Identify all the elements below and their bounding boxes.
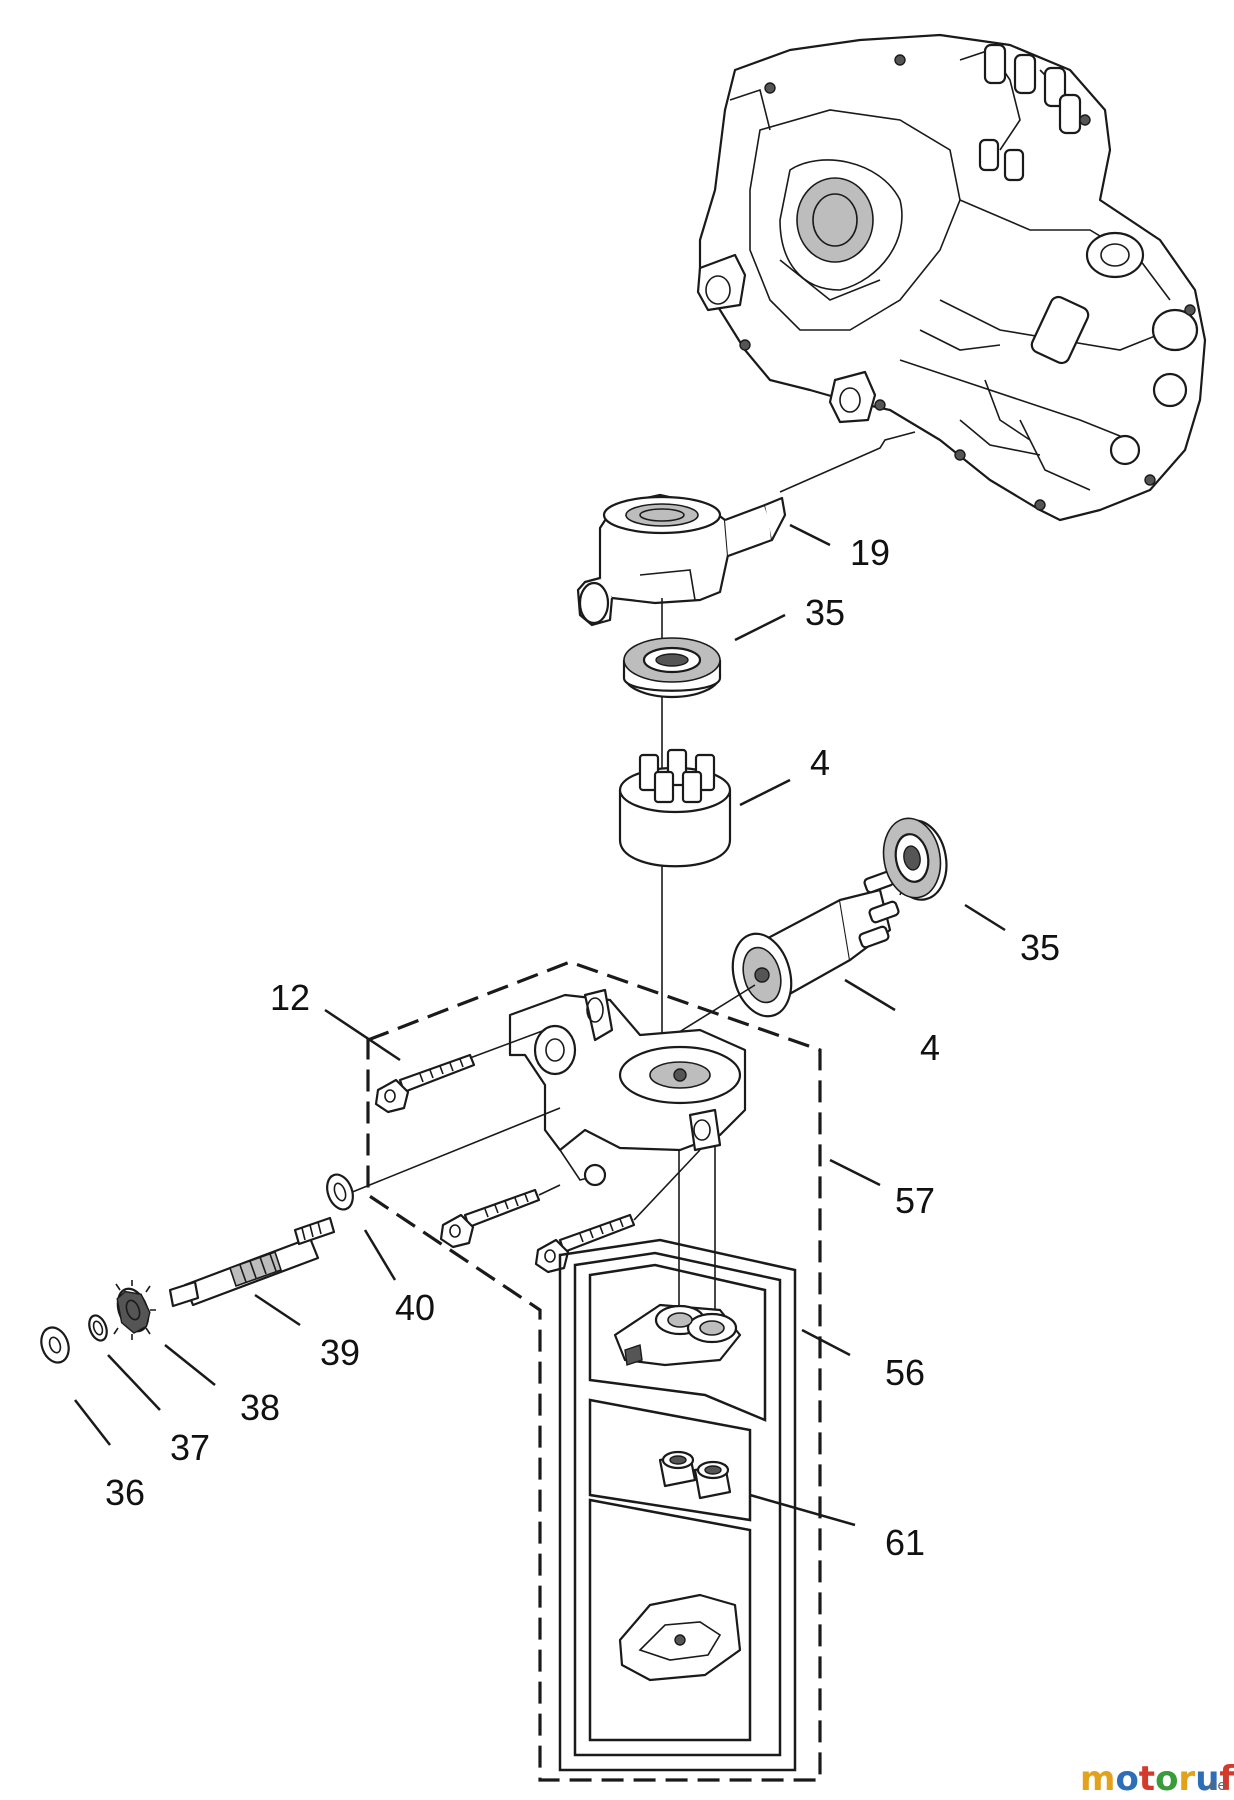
part-56-end-cap — [588, 1263, 767, 1422]
part-57-center-section — [508, 988, 747, 1187]
part-4-cylinder-upper — [618, 748, 732, 868]
callout-61: 61 — [885, 1522, 925, 1563]
part-12-bolts — [374, 1029, 701, 1274]
watermark-tld: .de — [1204, 1778, 1226, 1794]
part-35-bearing-side — [882, 817, 948, 901]
bottom-cover-frame — [588, 1498, 752, 1742]
part-61-plugs — [588, 1398, 752, 1522]
motoruf-watermark-logo: motoruf .de — [1080, 1759, 1234, 1799]
group-57-boundary — [366, 960, 822, 1782]
watermark-letter: u — [1195, 1759, 1219, 1799]
axis-vertical — [661, 598, 716, 1340]
callout-35-side: 35 — [1020, 927, 1060, 968]
part-35-bearing-upper — [622, 637, 722, 699]
part-4-cylinder-side — [731, 870, 900, 1018]
part-19-block — [576, 493, 787, 627]
callout-40: 40 — [395, 1287, 435, 1328]
part-37-ring — [88, 1314, 108, 1342]
callout-19: 19 — [850, 532, 890, 573]
svg-text:motoruf: motoruf — [1080, 1759, 1234, 1799]
callout-labels: 19 35 4 35 12 4 57 40 39 56 38 37 36 61 — [105, 532, 1060, 1563]
axis-shaft — [344, 1107, 561, 1196]
callout-4-upper: 4 — [810, 742, 830, 783]
part-40-washer — [326, 1173, 354, 1211]
watermark-letter: o — [1155, 1759, 1178, 1799]
callout-38: 38 — [240, 1387, 280, 1428]
axis-housing-to-block — [779, 431, 916, 493]
leader-lines — [74, 523, 1006, 1527]
watermark-letter: t — [1139, 1759, 1155, 1799]
callout-36: 36 — [105, 1472, 145, 1513]
callout-39: 39 — [320, 1332, 360, 1373]
watermark-letter: r — [1178, 1759, 1195, 1799]
transmission-housing — [696, 33, 1207, 522]
callout-56: 56 — [885, 1352, 925, 1393]
group-56-boundary — [558, 1238, 797, 1772]
callout-35-upper: 35 — [805, 592, 845, 633]
bolt-middle — [439, 1188, 541, 1249]
watermark-letter: o — [1115, 1759, 1138, 1799]
part-36-washer — [40, 1326, 70, 1364]
callout-12: 12 — [270, 977, 310, 1018]
part-38-gear — [113, 1280, 156, 1340]
watermark-letter: m — [1080, 1759, 1115, 1799]
bolt-upper — [374, 1053, 476, 1114]
callout-4-side: 4 — [920, 1027, 940, 1068]
callout-57: 57 — [895, 1180, 935, 1221]
part-39-shaft — [168, 1216, 336, 1308]
watermark-letter: f — [1219, 1759, 1234, 1799]
callout-37: 37 — [170, 1427, 210, 1468]
